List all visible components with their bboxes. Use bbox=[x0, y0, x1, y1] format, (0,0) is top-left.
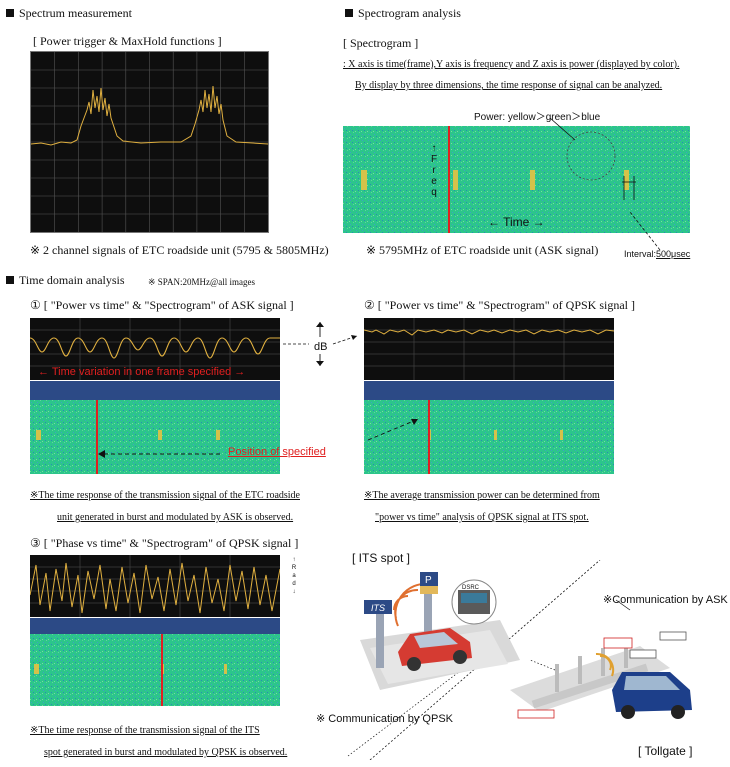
freq-axis-label: ↑ F r e q bbox=[428, 143, 440, 198]
spectrogram-plot bbox=[343, 126, 690, 233]
section-spectrogram-analysis: Spectrogram analysis bbox=[345, 6, 461, 21]
spectrogram-callouts bbox=[549, 117, 661, 251]
square-bullet-icon bbox=[6, 276, 14, 284]
ask-spectrogram bbox=[30, 400, 280, 474]
section-time-domain: Time domain analysis bbox=[6, 273, 125, 288]
spectrogram-svg bbox=[343, 126, 690, 233]
spectrogram-panel-title: [ Spectrogram ] bbox=[343, 36, 419, 50]
spectrogram-desc-line1: : X axis is time(frame),Y axis is freque… bbox=[343, 59, 680, 70]
ask-band bbox=[30, 381, 280, 400]
position-specified-label: Position of specified bbox=[228, 446, 326, 458]
rad-letter: R bbox=[291, 565, 297, 571]
qpsk-spectrogram bbox=[364, 400, 614, 474]
phase-plot bbox=[30, 555, 280, 617]
freq-arrow: ↑ bbox=[431, 143, 437, 154]
dsrc-sign-text: DSRC bbox=[462, 585, 480, 591]
db-label: dB bbox=[314, 341, 328, 353]
qpsk-panel-title: ② [ "Power vs time" & "Spectrogram" of Q… bbox=[364, 298, 635, 312]
rad-letter: a bbox=[292, 573, 296, 579]
time-variation-label: ← Time variation in one frame specified … bbox=[38, 366, 246, 378]
section-spectrum-measurement: Spectrum measurement bbox=[6, 6, 132, 21]
phase-svg bbox=[30, 555, 280, 617]
square-bullet-icon bbox=[345, 9, 353, 17]
ask-power-trace bbox=[30, 337, 280, 359]
tollgate-scene bbox=[510, 631, 692, 719]
section-title: Spectrogram analysis bbox=[358, 6, 461, 20]
ask-note-line1: ※The time response of the transmission s… bbox=[30, 490, 300, 501]
ask-power-plot bbox=[30, 318, 280, 380]
spectrogram-caption: ※ 5795MHz of ETC roadside unit (ASK sign… bbox=[366, 243, 599, 257]
phase-note-line2: spot generated in burst and modulated by… bbox=[44, 747, 288, 758]
interval-value: 500μsec bbox=[656, 249, 691, 259]
its-spot-label: [ ITS spot ] bbox=[352, 551, 411, 565]
spectrum-plot bbox=[30, 51, 269, 233]
ask-spectrogram-svg bbox=[30, 400, 280, 474]
interval-prefix: Interval: bbox=[624, 249, 657, 259]
phase-panel-title: ③ [ "Phase vs time" & "Spectrogram" of Q… bbox=[30, 536, 299, 550]
qpsk-note-line1: ※The average transmission power can be d… bbox=[364, 490, 600, 501]
ask-note-line2: unit generated in burst and modulated by… bbox=[57, 512, 294, 523]
rad-arrow: ↓ bbox=[292, 589, 296, 595]
section-title: Time domain analysis bbox=[19, 273, 125, 287]
qpsk-power-trace bbox=[364, 329, 614, 336]
svg-text:P: P bbox=[425, 575, 432, 586]
interval-label: Interval:500μsec bbox=[624, 249, 690, 259]
ask-power-svg bbox=[30, 318, 280, 380]
phase-spectrogram-svg bbox=[30, 634, 280, 706]
ask-panel-title: ① [ "Power vs time" & "Spectrogram" of A… bbox=[30, 298, 294, 312]
span-note: ※ SPAN:20MHz@all images bbox=[148, 277, 255, 287]
spectrum-panel-title: [ Power trigger & MaxHold functions ] bbox=[33, 34, 222, 48]
qpsk-note-line2: "power vs time" analysis of QPSK signal … bbox=[375, 512, 589, 523]
spectrogram-desc-line2: By display by three dimensions, the time… bbox=[355, 80, 663, 91]
square-bullet-icon bbox=[6, 9, 14, 17]
time-domain-callouts bbox=[98, 322, 358, 458]
power-color-label: Power: yellow＞green＞blue bbox=[474, 112, 601, 123]
freq-letter: q bbox=[431, 187, 437, 198]
time-axis-label: ← Time → bbox=[488, 215, 545, 229]
its-sign-text: ITS bbox=[371, 603, 385, 613]
phase-spectrogram bbox=[30, 634, 280, 706]
its-tollgate-illustration: ITS P DSRC bbox=[347, 560, 692, 760]
spectrum-plot-svg bbox=[31, 52, 268, 232]
spectrum-caption: ※ 2 channel signals of ETC roadside unit… bbox=[30, 243, 329, 257]
rad-letter: d bbox=[292, 581, 296, 587]
qpsk-spectrogram-svg bbox=[364, 400, 614, 474]
phase-note-line1: ※The time response of the transmission s… bbox=[30, 725, 260, 736]
tollgate-label: [ Tollgate ] bbox=[638, 744, 693, 758]
phase-band bbox=[30, 618, 280, 634]
comm-ask-label: ※Communication by ASK bbox=[603, 594, 728, 606]
freq-letter: F bbox=[430, 154, 438, 165]
section-title: Spectrum measurement bbox=[19, 6, 132, 20]
comm-qpsk-label: ※ Communication by QPSK bbox=[316, 713, 453, 725]
qpsk-band bbox=[364, 381, 614, 400]
qpsk-power-svg bbox=[364, 318, 614, 380]
spectrum-trace bbox=[31, 85, 268, 146]
its-spot-scene: ITS P DSRC bbox=[360, 572, 520, 690]
qpsk-power-plot bbox=[364, 318, 614, 380]
freq-letter: e bbox=[431, 176, 437, 187]
rad-arrow: ↑ bbox=[292, 557, 296, 563]
phase-trace bbox=[30, 562, 280, 614]
rad-axis-label: ↑ R a d ↓ bbox=[290, 556, 298, 596]
freq-letter: r bbox=[432, 165, 436, 176]
